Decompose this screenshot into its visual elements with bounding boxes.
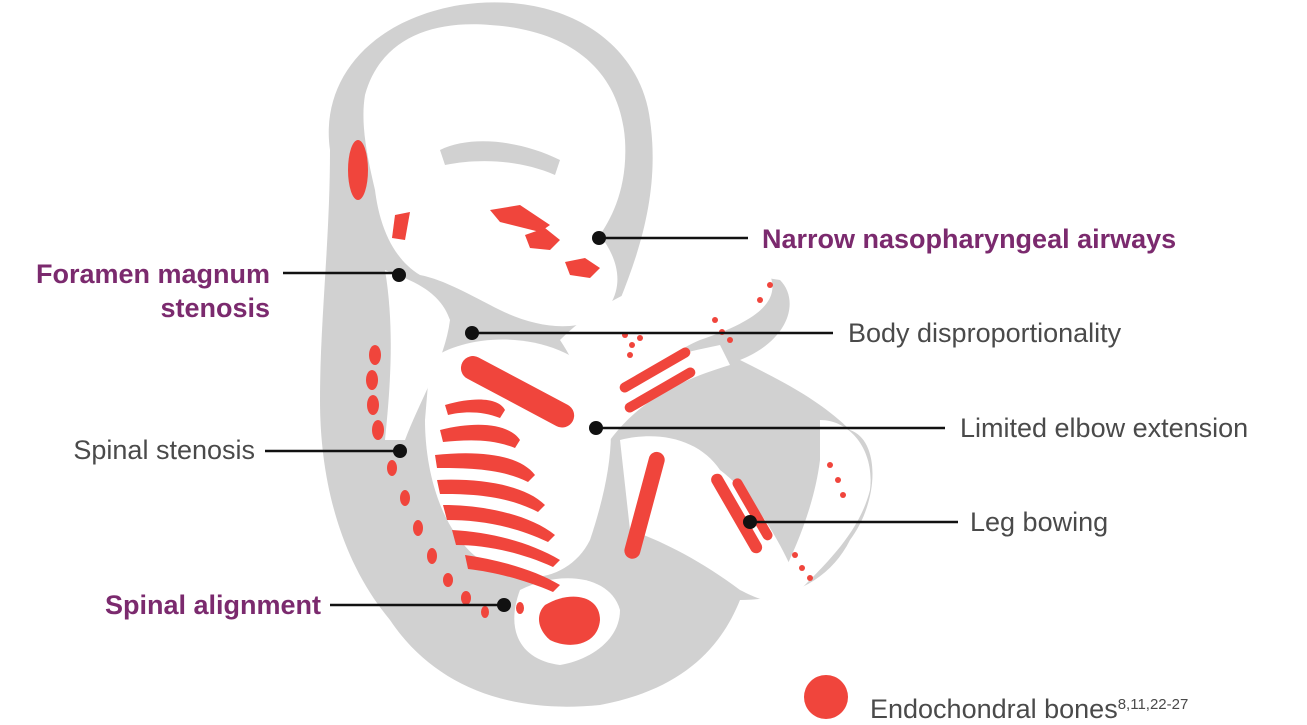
label-spinal-alignment: Spinal alignment — [105, 589, 321, 621]
legend-swatch — [804, 675, 848, 719]
hand-bone-dot — [767, 282, 773, 288]
marker-foramen — [392, 268, 406, 282]
vertebra — [413, 520, 423, 536]
marker-airways — [592, 231, 606, 245]
vertebra — [366, 370, 378, 390]
marker-leg — [743, 515, 757, 529]
label-narrow-airways: Narrow nasopharyngeal airways — [762, 223, 1176, 255]
vertebra — [461, 591, 471, 605]
marker-body — [465, 326, 479, 340]
hand-bone-dot — [712, 317, 718, 323]
hand-bone-dot — [637, 335, 643, 341]
marker-spinal-alignment — [497, 598, 511, 612]
vertebra — [481, 606, 489, 618]
hand-bone-dot — [627, 352, 633, 358]
vertebra — [400, 490, 410, 506]
marker-elbow — [589, 421, 603, 435]
label-elbow: Limited elbow extension — [960, 412, 1248, 444]
pelvis-bone — [539, 597, 600, 645]
label-foramen-line1: Foramen magnum — [36, 258, 270, 290]
vertebra — [516, 602, 524, 614]
vertebra — [387, 460, 397, 476]
label-foramen-line2: stenosis — [160, 292, 270, 324]
label-body-disproportion: Body disproportionality — [848, 317, 1121, 349]
foot-bone-dot — [827, 462, 833, 468]
legend-label: Endochondral bones8,11,22-27 — [870, 693, 1188, 725]
foot-bone-dot — [807, 575, 813, 581]
hand-bone-dot — [757, 297, 763, 303]
label-leg-bowing: Leg bowing — [970, 506, 1108, 538]
legend-refs: 8,11,22-27 — [1118, 696, 1189, 713]
vertebra — [427, 548, 437, 564]
marker-spinal-stenosis — [393, 444, 407, 458]
foot-bone-dot — [792, 552, 798, 558]
foot-bone-dot — [835, 477, 841, 483]
legend-text: Endochondral bones — [870, 694, 1118, 724]
vertebra — [369, 345, 381, 365]
hand-bone-dot — [727, 337, 733, 343]
foot-bone-dot — [840, 492, 846, 498]
vertebra — [443, 573, 453, 587]
occipital-bone — [348, 140, 368, 200]
vertebra — [372, 420, 384, 440]
hand-bone-dot — [629, 342, 635, 348]
label-spinal-stenosis: Spinal stenosis — [73, 434, 255, 466]
foot-bone-dot — [799, 565, 805, 571]
vertebra — [367, 395, 379, 415]
